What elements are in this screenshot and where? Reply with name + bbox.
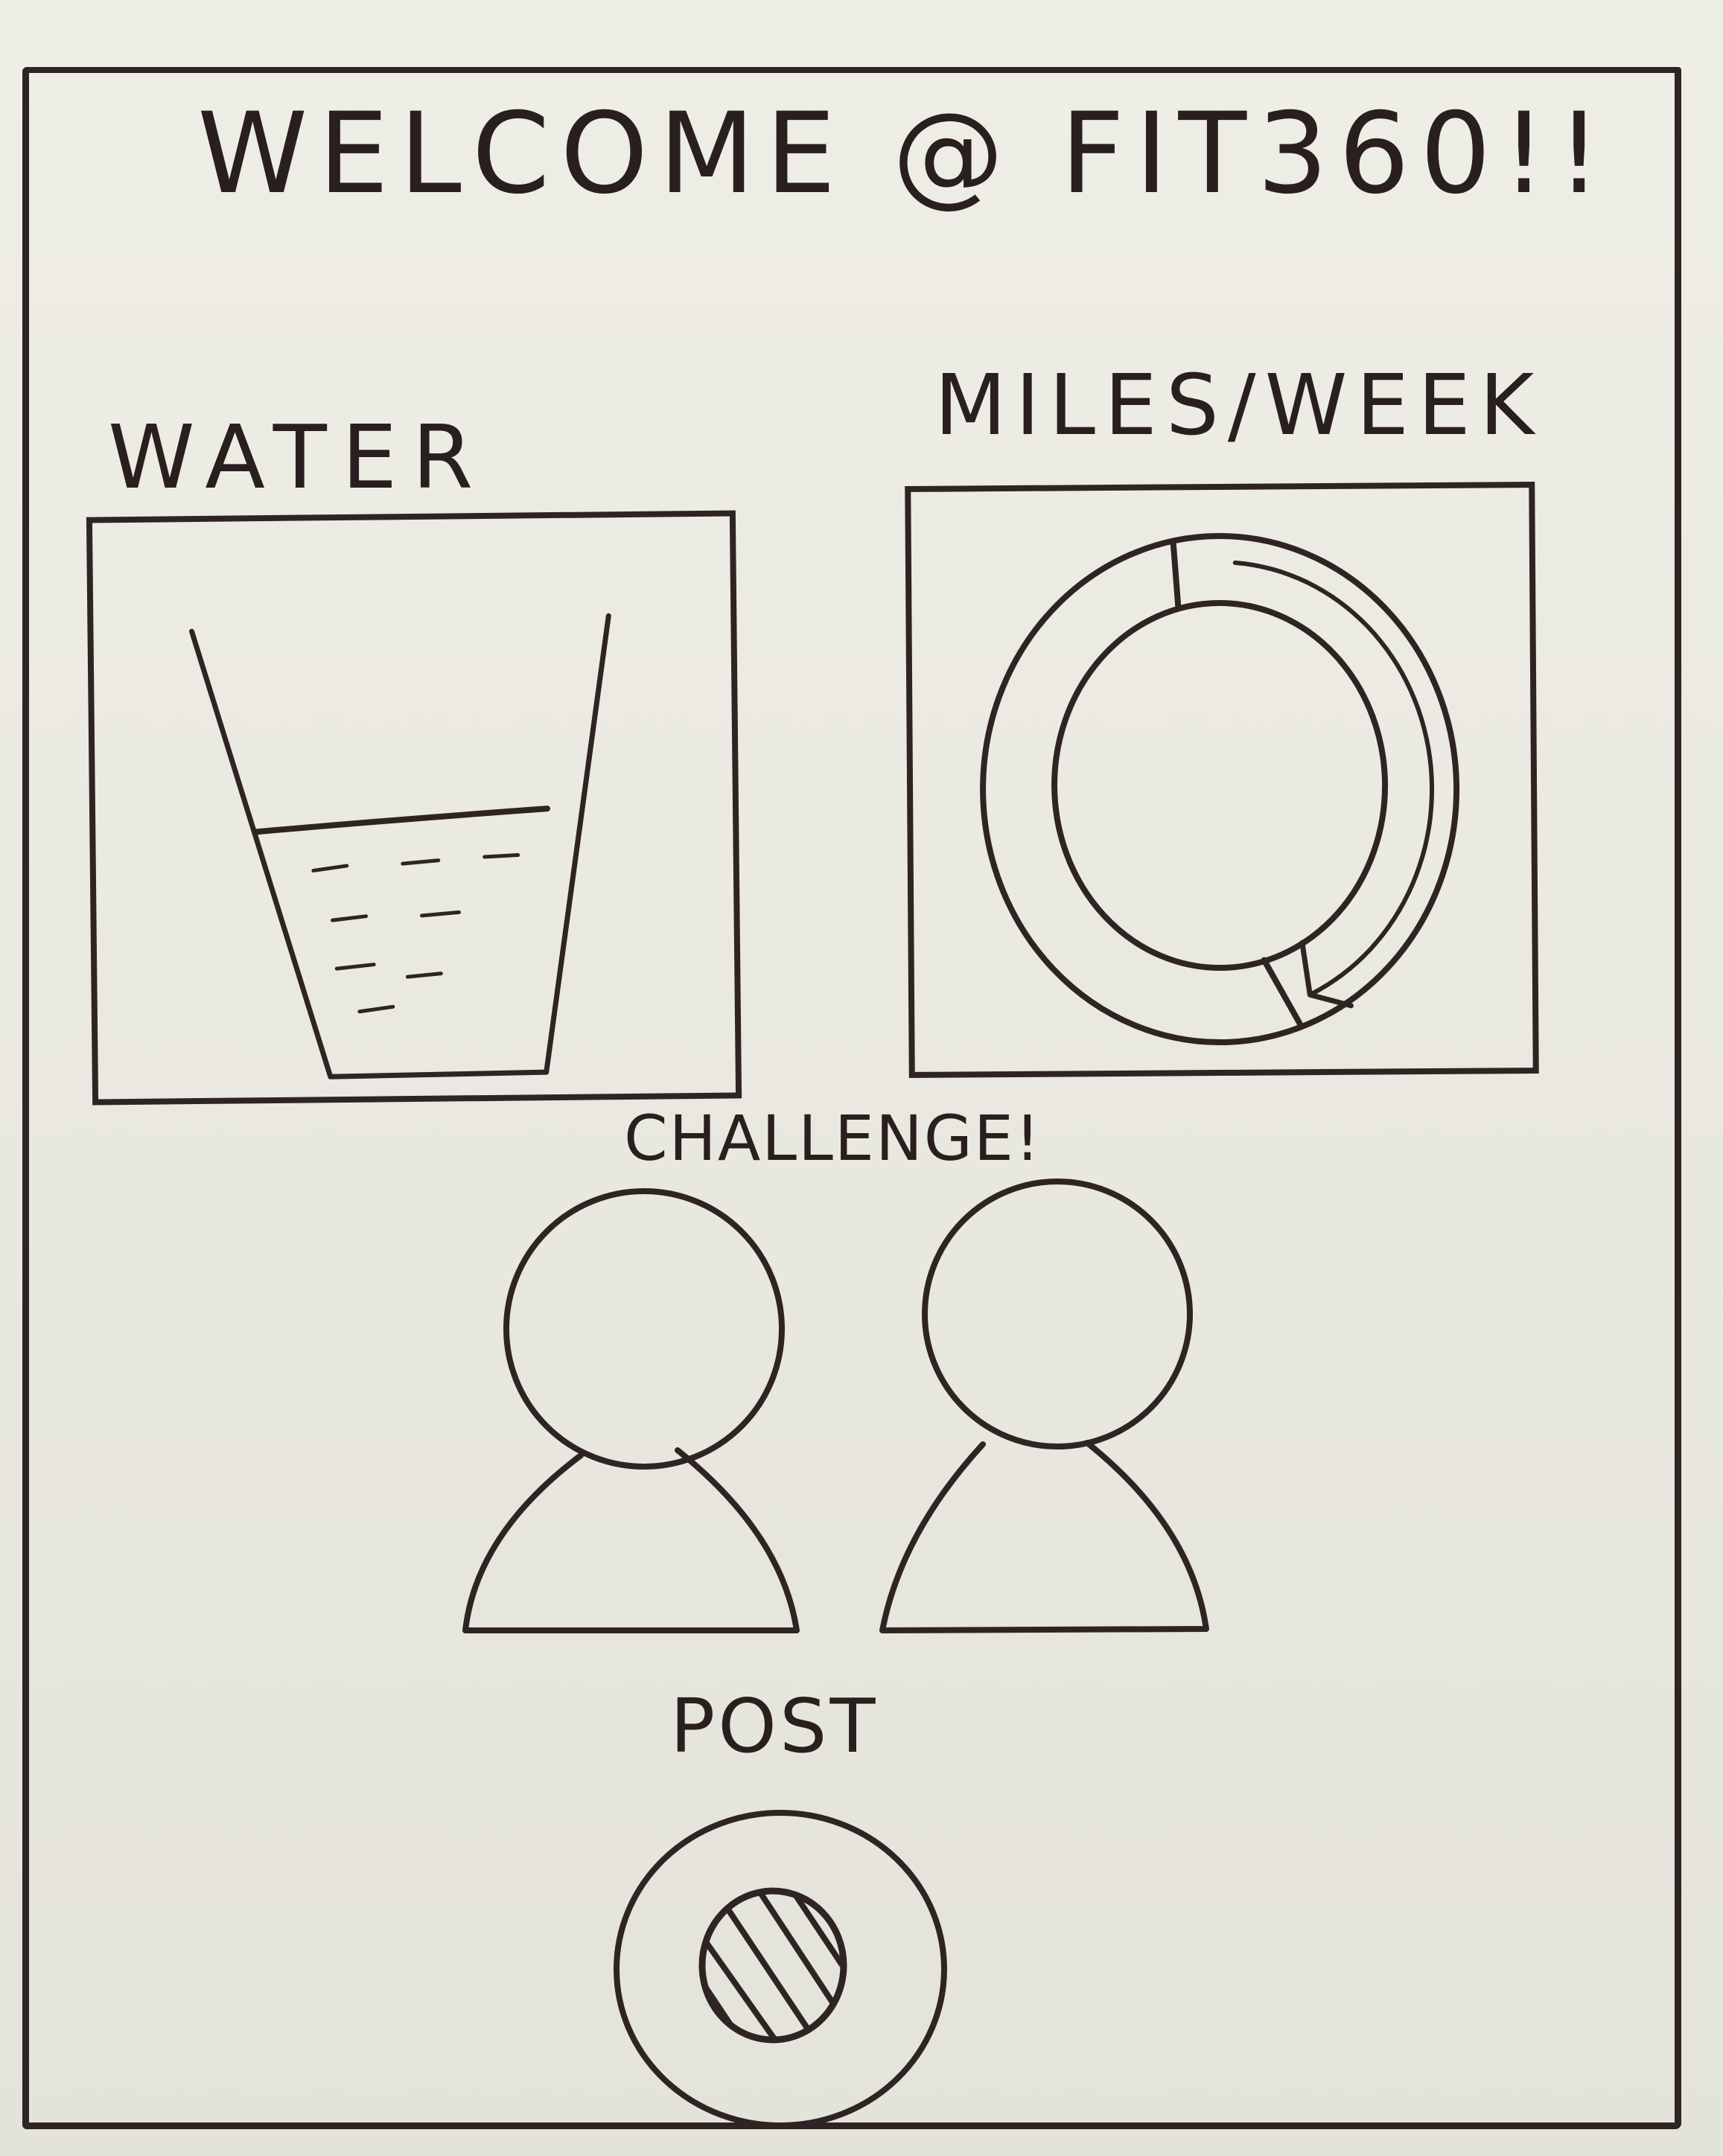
miles-week-label: MILES/WEEK xyxy=(934,357,1544,454)
person-icon xyxy=(879,1179,1209,1633)
water-glass-icon xyxy=(189,613,611,1079)
progress-arrow xyxy=(1299,940,1354,1009)
page-title: WELCOME @ FIT360!! xyxy=(197,89,1612,219)
post-label: POST xyxy=(670,1683,879,1770)
challenge-button[interactable] xyxy=(447,1179,1266,1645)
water-widget-button[interactable] xyxy=(86,510,742,1106)
camera-shutter-icon xyxy=(614,1810,947,2128)
progress-arc xyxy=(1232,560,1435,998)
miles-week-widget-button[interactable] xyxy=(905,482,1539,1078)
person-icon xyxy=(462,1188,800,1633)
post-button[interactable] xyxy=(602,1787,959,2144)
phone-screen-frame xyxy=(22,67,1681,2129)
challenge-label: CHALLENGE! xyxy=(624,1102,1042,1175)
water-label: WATER xyxy=(108,406,488,508)
progress-ring-icon xyxy=(980,533,1460,1046)
